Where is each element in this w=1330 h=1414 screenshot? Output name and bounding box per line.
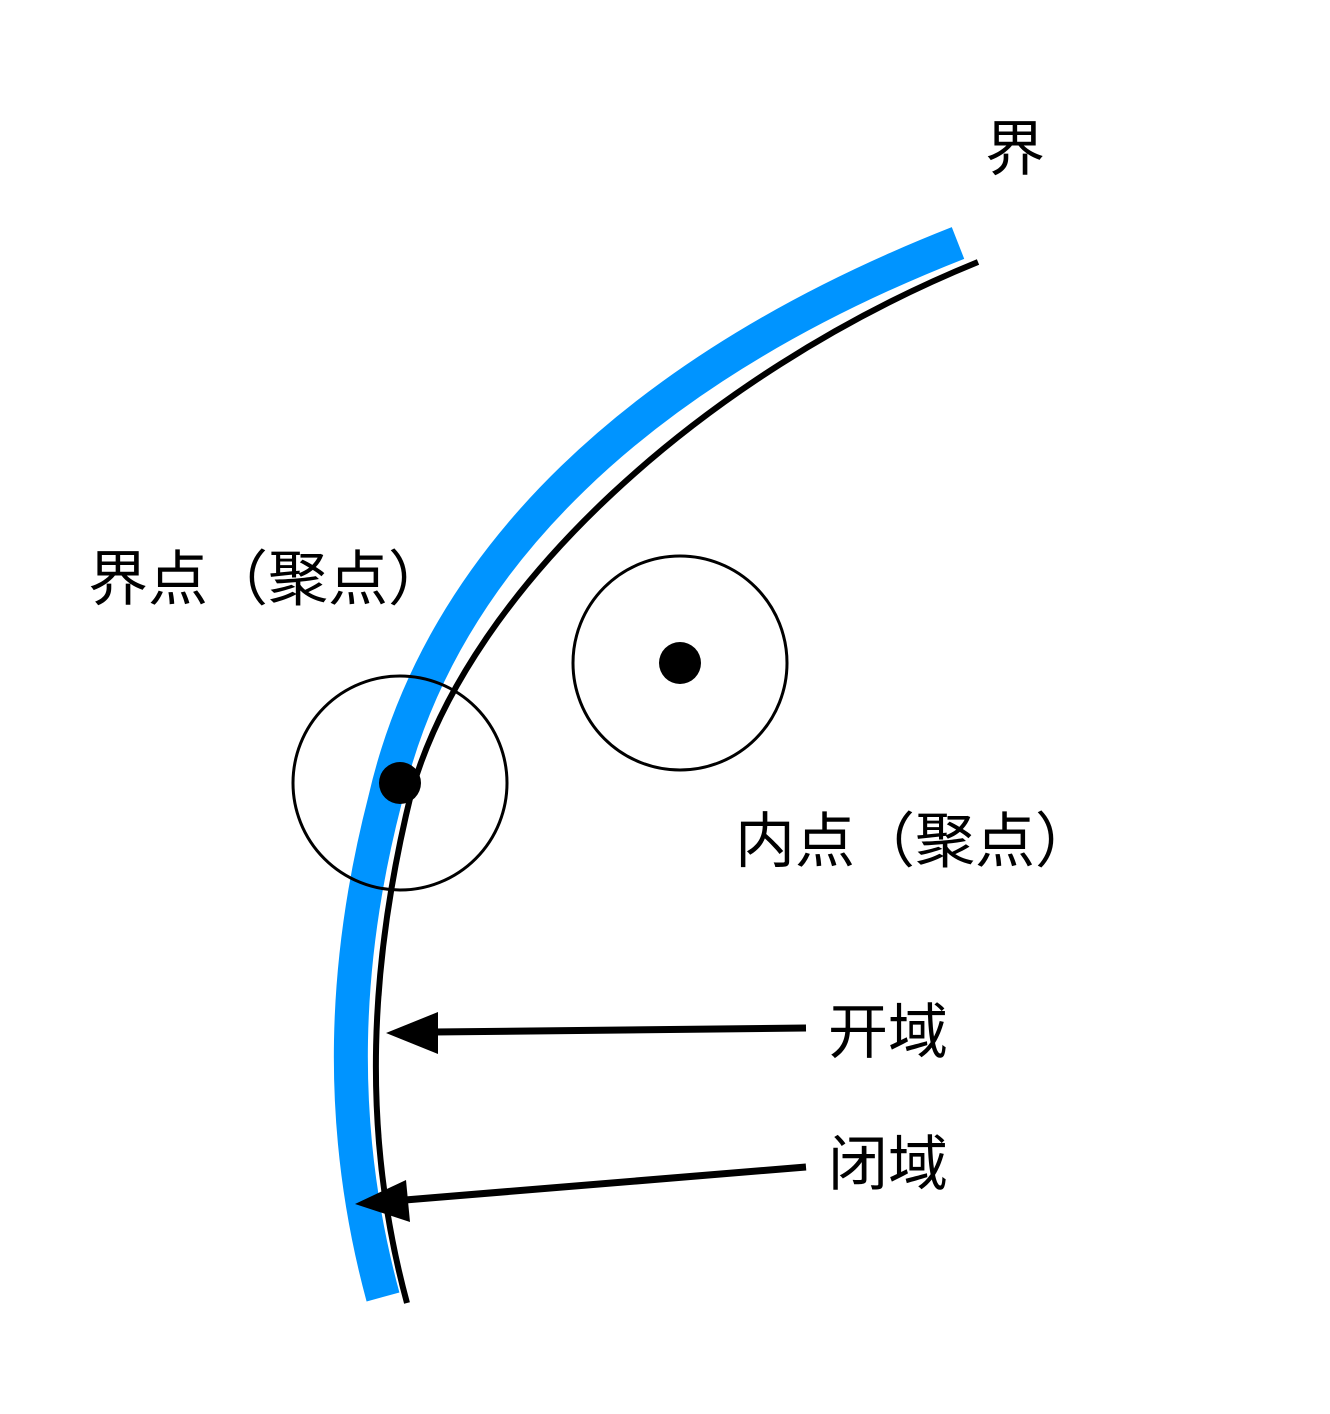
boundary-point-label: 界点（聚点） — [88, 545, 448, 615]
interior-point-neighborhood — [571, 554, 789, 772]
boundary-curve — [372, 259, 980, 1304]
boundary-band — [333, 227, 965, 1302]
interior-point — [659, 642, 701, 684]
boundary-point-neighborhood — [291, 674, 509, 892]
boundary-label: 界 — [985, 115, 1045, 185]
open-domain-arrow — [433, 1024, 807, 1036]
closed-domain-arrow — [404, 1163, 807, 1204]
closed-domain-label: 闭域 — [828, 1130, 948, 1200]
open-domain-label: 开域 — [828, 998, 948, 1068]
open-domain-arrowhead — [386, 1012, 438, 1054]
boundary-point — [379, 762, 421, 804]
closed-domain-arrowhead — [355, 1180, 410, 1222]
interior-point-label: 内点（聚点） — [735, 807, 1095, 877]
